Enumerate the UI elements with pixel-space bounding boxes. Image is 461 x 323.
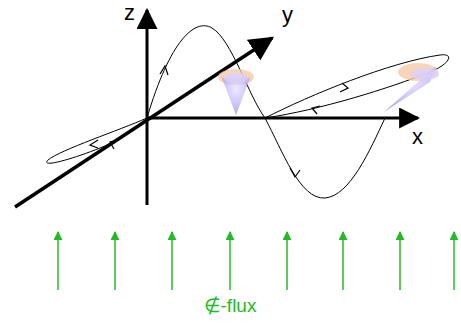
flux-label: ∉-flux [204,296,257,315]
axis-label: x [412,126,423,148]
flux-arrows [58,232,454,290]
x-axis [147,117,418,120]
cone-shape [384,63,439,112]
axis-label: z [124,2,135,24]
wave-curve [147,26,385,198]
z-axis [146,10,149,205]
loop-curve [47,118,147,163]
loop-curve [265,55,449,118]
axis-label: y [282,4,293,26]
y-axis [15,38,272,207]
direction-arrows [90,66,348,177]
cone-shape [218,69,254,115]
